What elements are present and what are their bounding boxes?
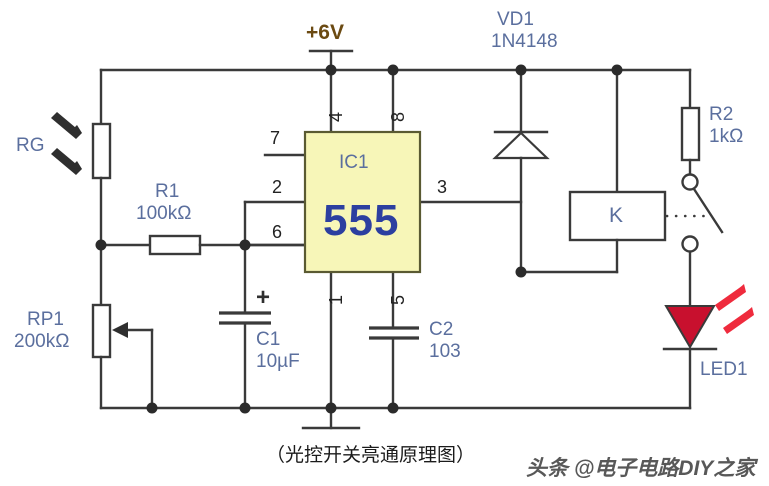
c2-value-label: 103 (429, 341, 461, 362)
rp1-body-icon (91, 303, 112, 359)
junction-dot (146, 402, 158, 414)
c1-group (219, 243, 271, 410)
junction-dot (387, 64, 399, 76)
vd1-value-label: 1N4148 (491, 31, 558, 52)
c1-polarity-label: + (256, 284, 271, 311)
junction-dot (239, 239, 251, 251)
supply-voltage-label: +6V (306, 21, 344, 44)
vd1-group (492, 68, 550, 274)
light-arrow-icon-lower (51, 148, 82, 175)
ic1-pin-2-number: 2 (272, 177, 283, 197)
r2-ref-label: R2 (709, 104, 734, 125)
c2-group (369, 270, 419, 410)
junction-dot (325, 402, 337, 414)
ic1-pin-1-number: 1 (326, 294, 346, 305)
junction-dot (515, 64, 527, 76)
rp1-ref-label: RP1 (27, 309, 64, 330)
relay-k-group (519, 68, 667, 274)
ic1-type-label: 555 (323, 196, 400, 245)
ic1-pin-3-number: 3 (437, 177, 448, 197)
rp1-group (91, 243, 154, 410)
relay-k-label: K (609, 204, 624, 227)
ic1-pin-6-number: 6 (272, 222, 283, 242)
r1-body-icon (148, 234, 202, 256)
ic1-body-icon (303, 130, 422, 274)
led1-triangle-icon (664, 305, 716, 349)
r1-value-label: 100kΩ (136, 203, 192, 224)
ic1-pin-7-number: 7 (270, 128, 281, 148)
switch-blade-icon (692, 187, 724, 234)
rp1-wiper-arrow-icon (112, 322, 128, 338)
junction-dot (239, 402, 251, 414)
rg-ref-label: RG (16, 135, 45, 156)
switch-contact-upper-icon (681, 173, 699, 191)
c2-ref-label: C2 (429, 319, 454, 340)
r2-value-label: 1kΩ (709, 126, 744, 147)
relay-k-body-icon (568, 190, 667, 242)
junction-dot (325, 64, 337, 76)
r1-ref-label: R1 (155, 181, 180, 202)
rp1-value-label: 200kΩ (14, 331, 70, 352)
junction-dots-group (95, 64, 623, 414)
ic1-pin-8-number: 8 (388, 111, 408, 122)
r2-body-icon (680, 106, 701, 162)
ic1-pin-4-number: 4 (326, 111, 346, 122)
rg-body-icon (91, 122, 112, 180)
light-arrow-icon-upper (51, 112, 82, 139)
junction-dot (387, 402, 399, 414)
led1-group (662, 284, 754, 410)
ic1-ref-label: IC1 (339, 152, 369, 173)
c1-ref-label: C1 (256, 329, 281, 350)
led1-emission-rays-icon (715, 284, 754, 334)
rg-branch-group (51, 68, 112, 247)
led1-ref-label: LED1 (700, 359, 748, 380)
c1-value-label: 10µF (256, 351, 300, 372)
diagram-caption: （光控开关亮通原理图） (266, 445, 476, 466)
vd1-ref-label: VD1 (497, 9, 534, 30)
watermark-text: 头条 @电子电路DIY之家 (526, 457, 756, 480)
junction-dot (515, 266, 527, 278)
junction-dot (611, 64, 623, 76)
ic1-group (243, 68, 523, 410)
ic1-pin-5-number: 5 (388, 294, 408, 305)
r2-switch-group (665, 68, 724, 308)
vd1-anode-triangle-icon (492, 131, 550, 160)
switch-contact-lower-icon (681, 235, 699, 253)
junction-dot (95, 239, 107, 251)
